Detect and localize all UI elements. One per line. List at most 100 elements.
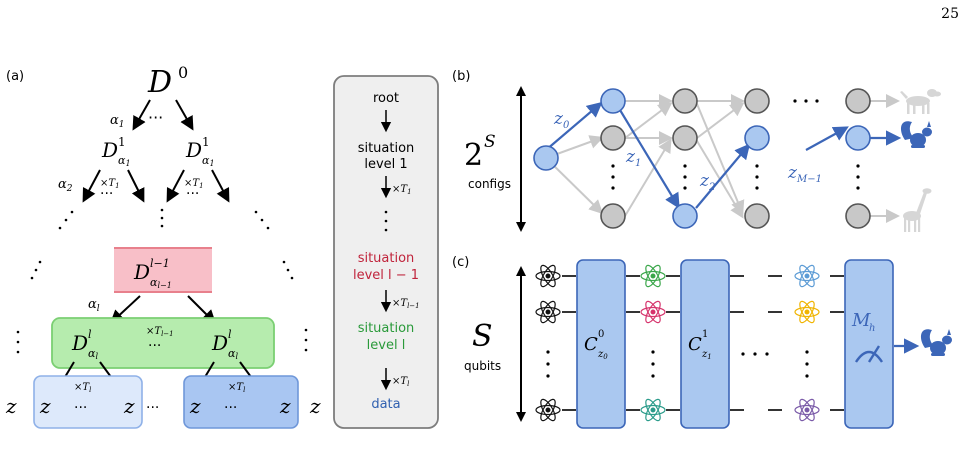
svg-text:×Tl: ×Tl [228, 382, 245, 394]
ellipsis: ··· [146, 400, 159, 416]
svg-text:α1: α1 [118, 154, 131, 168]
svg-text:αl: αl [228, 347, 238, 361]
svg-text:×Tl: ×Tl [392, 376, 409, 388]
svg-text:×T1: ×T1 [392, 184, 412, 196]
times-T1-left: ×T1 [100, 178, 120, 190]
edge [132, 99, 151, 131]
svg-text:D: D [185, 138, 202, 162]
svg-text:h: h [869, 323, 875, 334]
svg-text:···: ··· [74, 400, 87, 416]
legend-situation-l: situation [358, 321, 415, 336]
svg-text:1: 1 [118, 135, 126, 149]
svg-text:l−1: l−1 [150, 257, 170, 270]
giraffe-icon [903, 188, 932, 232]
svg-text:D: D [133, 260, 150, 284]
svg-text:M: M [851, 310, 871, 331]
svg-text:D: D [147, 65, 172, 100]
legend-level-1: level 1 [364, 157, 407, 172]
svg-text:×Tl−1: ×Tl−1 [392, 298, 420, 310]
qubits-label: S qubits [464, 319, 501, 373]
squirrel-icon [920, 329, 952, 356]
ellipsis: ··· [186, 186, 199, 202]
leaf-z-outer-right: z [309, 394, 321, 418]
config-nodes [533, 88, 871, 229]
level-l-group: D l αl ×Tl−1 ··· D l αl [51, 317, 275, 369]
svg-text:D: D [211, 331, 228, 355]
svg-text:1: 1 [702, 329, 708, 340]
legend-situation-l1: situation [358, 251, 415, 266]
measurement-gate: M h [844, 259, 894, 429]
qubit-atoms-col2 [640, 262, 666, 424]
svg-text:0: 0 [178, 63, 188, 82]
ellipsis: ··· [148, 108, 163, 127]
panel-a-label: (a) [6, 69, 24, 84]
page-number: 25 [941, 6, 959, 22]
svg-text:D: D [71, 331, 88, 355]
alpha2-label: α2 [58, 177, 73, 194]
svg-text:α1: α1 [202, 154, 215, 168]
alpha1-label: α1 [110, 113, 125, 130]
panel-c-label: (c) [452, 255, 469, 270]
svg-text:z1: z1 [701, 349, 712, 361]
vertical-dots [546, 350, 809, 378]
z2-label: z2 [699, 171, 715, 193]
svg-text:l: l [228, 328, 232, 341]
svg-text:z: z [123, 394, 135, 418]
gate-C0: C 0 z0 [576, 259, 626, 429]
meter-icon [854, 350, 884, 363]
svg-text:···: ··· [224, 400, 237, 416]
qubit-wires [562, 275, 844, 411]
svg-text:S: S [472, 319, 493, 354]
svg-text:z0: z0 [597, 349, 608, 361]
svg-text:l: l [88, 328, 92, 341]
svg-text:z: z [189, 394, 201, 418]
svg-text:αl: αl [88, 347, 98, 361]
edge [175, 99, 194, 131]
ellipsis: ··· [100, 186, 113, 202]
svg-text:×Tl: ×Tl [74, 382, 91, 394]
svg-text:D: D [101, 138, 118, 162]
zM-label: zM−1 [787, 163, 822, 185]
gate-C1: C 1 z1 [680, 259, 730, 429]
svg-text:S: S [484, 132, 496, 152]
times-T1-right: ×T1 [184, 178, 204, 190]
diagonal-dots [16, 208, 308, 354]
legend-root: root [373, 91, 399, 106]
hierarchy-legend-box: root situation level 1 ×T1 situation lev… [333, 75, 439, 429]
qubit-atoms-col3 [794, 262, 820, 424]
level1-node-right: D 1 α1 [185, 135, 215, 168]
svg-text:z: z [39, 394, 51, 418]
z1-label: z1 [625, 147, 641, 169]
qubit-atoms-col1 [535, 262, 561, 424]
legend-level-l1: level l − 1 [353, 268, 419, 283]
legend-situation-1: situation [358, 141, 415, 156]
config-graph-gray-edges [545, 94, 900, 223]
svg-text:×Tl−1: ×Tl−1 [146, 326, 174, 338]
edge [82, 169, 101, 203]
leaf-z-outer-left: z [5, 394, 17, 418]
panel-b-label: (b) [452, 69, 470, 84]
legend-data: data [371, 397, 400, 412]
svg-text:z: z [279, 394, 291, 418]
svg-text:C: C [688, 334, 702, 355]
configs-label: 2 S configs [464, 132, 511, 191]
svg-text:···: ··· [148, 338, 161, 354]
edge [127, 169, 145, 203]
level1-node-left: D 1 α1 [101, 135, 131, 168]
config-graph-path [545, 101, 902, 209]
z0-label: z0 [553, 109, 570, 131]
dog-icon [900, 89, 941, 114]
leaf-group-left: ×Tl z ··· z [33, 375, 143, 429]
edge [211, 169, 230, 203]
svg-text:C: C [584, 334, 598, 355]
svg-text:1: 1 [202, 135, 210, 149]
edge [166, 169, 185, 203]
alpha-l-label: αl [88, 297, 100, 314]
svg-text:αl−1: αl−1 [150, 276, 172, 290]
level-l-minus-1-node: D l−1 αl−1 [114, 247, 212, 293]
legend-level-l: level l [367, 338, 406, 353]
leaf-group-right: ×Tl z ··· z [183, 375, 299, 429]
svg-text:qubits: qubits [464, 359, 501, 373]
svg-text:2: 2 [464, 138, 483, 173]
